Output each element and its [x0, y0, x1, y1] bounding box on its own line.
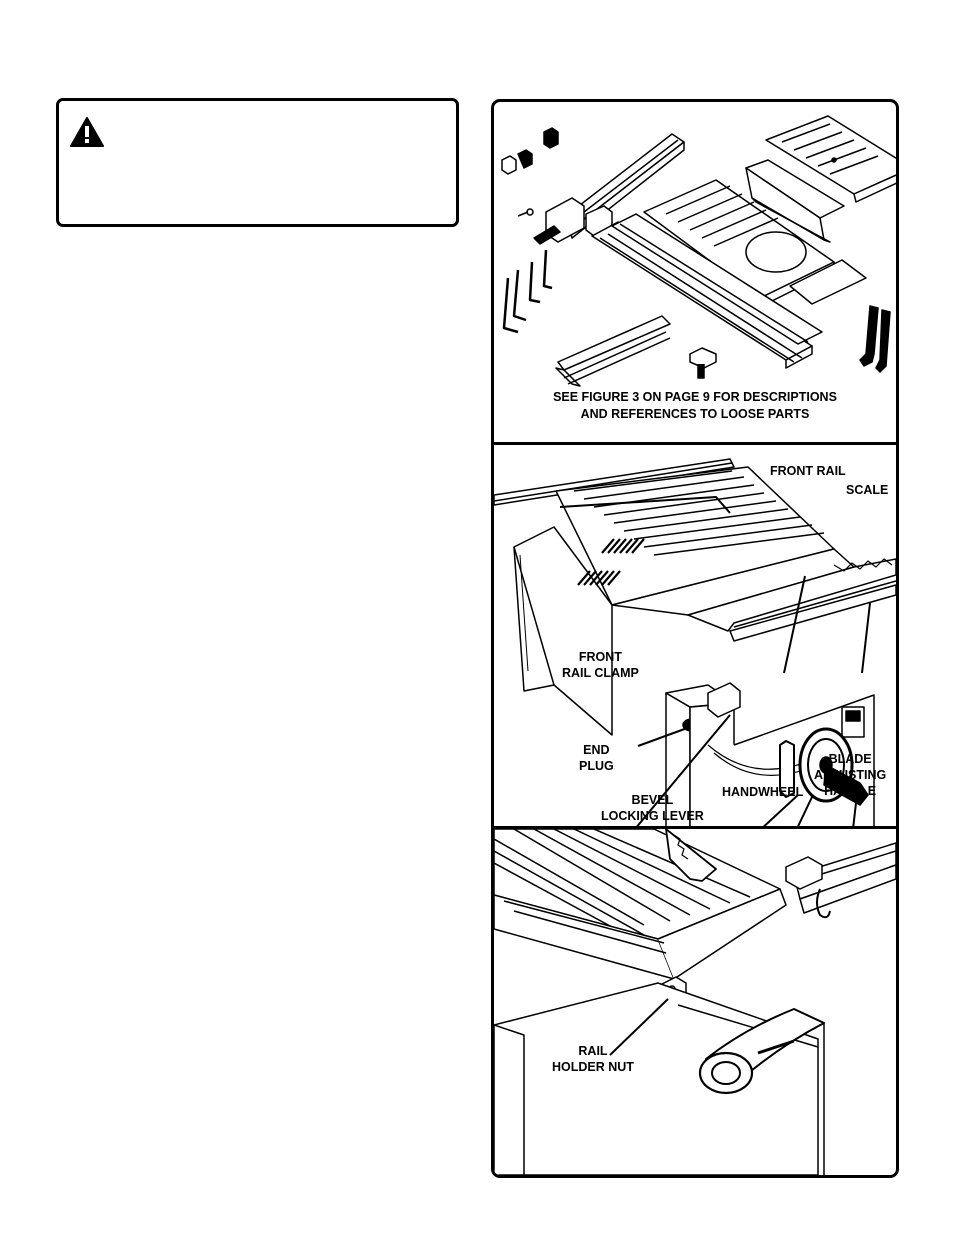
label-blade-adj-line2: ADJUSTING [814, 768, 887, 782]
label-scale: SCALE [846, 483, 889, 497]
label-blade-adj-line1: BLADE [828, 752, 872, 766]
label-bevel-line2: LOCKING LEVER [601, 809, 704, 823]
label-blade-adjusting-handle: BLADE ADJUSTING HANDLE [814, 751, 886, 799]
caption-line-2: AND REFERENCES TO LOOSE PARTS [580, 407, 810, 421]
label-end-plug-line1: END [583, 743, 610, 757]
label-end-plug-line2: PLUG [579, 759, 614, 773]
label-front-rail-clamp-line1: FRONT [578, 650, 622, 664]
label-handwheel: HANDWHEEL [722, 785, 804, 799]
label-rail-holder-line2: HOLDER NUT [552, 1060, 634, 1074]
label-rail-holder-line1: RAIL [578, 1044, 608, 1058]
caption-line-1: SEE FIGURE 3 ON PAGE 9 FOR DESCRIPTIONS [553, 390, 837, 404]
label-bevel-line1: BEVEL [631, 793, 674, 807]
rail-holder-illustration [494, 829, 896, 1175]
label-front-rail: FRONT RAIL [770, 464, 846, 478]
loose-parts-illustration [494, 102, 896, 442]
warning-box [56, 98, 459, 227]
figure-divider [494, 442, 896, 445]
saw-side-illustration [494, 445, 896, 826]
label-end-plug: END PLUG [579, 742, 614, 774]
figure-panel: SEE FIGURE 3 ON PAGE 9 FOR DESCRIPTIONS … [491, 99, 899, 1178]
warning-triangle-icon [70, 117, 104, 147]
label-bevel-locking-lever: BEVEL LOCKING LEVER [601, 792, 704, 824]
label-front-rail-clamp-line2: RAIL CLAMP [562, 666, 639, 680]
label-blade-adj-line3: HANDLE [824, 784, 877, 798]
label-front-rail-clamp: FRONT RAIL CLAMP [562, 649, 639, 681]
label-rail-holder-nut: RAIL HOLDER NUT [552, 1043, 634, 1075]
figure-divider [494, 826, 896, 829]
figure1-caption: SEE FIGURE 3 ON PAGE 9 FOR DESCRIPTIONS … [494, 389, 896, 423]
